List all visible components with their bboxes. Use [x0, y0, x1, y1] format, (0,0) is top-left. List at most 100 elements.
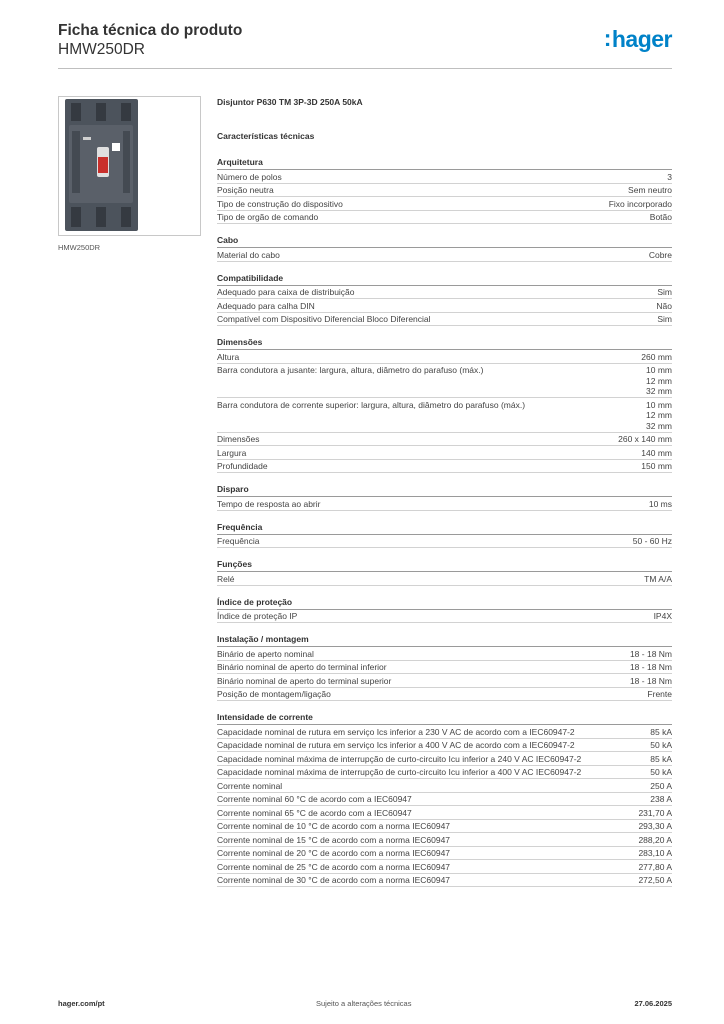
footer-disclaimer: Sujeito a alterações técnicas [316, 999, 412, 1008]
spec-value: 283,10 A [638, 848, 672, 859]
spec-label: Posição de montagem/ligação [217, 689, 331, 699]
spec-value: 260 mm [641, 352, 672, 363]
spec-label: Relé [217, 573, 235, 584]
product-reference: HMW250DR [58, 41, 145, 58]
spec-label: Capacidade nominal máxima de interrupção… [217, 753, 582, 764]
spec-value-line: 85 kA [650, 726, 672, 737]
spec-value-line: Sem neutro [628, 185, 672, 195]
spec-row: Frequência 50 - 60 Hz [217, 535, 672, 548]
spec-label: Frequência [217, 536, 260, 546]
spec-value: Fixo incorporado [609, 199, 672, 210]
spec-label: Corrente nominal de 15 °C de acordo com … [217, 834, 451, 845]
spec-label: Capacidade nominal de rutura em serviço … [217, 726, 575, 737]
spec-value: 18 - 18 Nm [630, 662, 672, 673]
image-caption: HMW250DR [58, 243, 101, 252]
spec-value: 250 A [650, 781, 672, 792]
spec-row: Corrente nominal 60 °C de acordo com a I… [217, 793, 672, 806]
spec-value: 50 kA [650, 767, 672, 778]
spec-value: IP4X [654, 611, 672, 622]
spec-label: Tempo de resposta ao abrir [217, 498, 321, 509]
spec-value-line: 18 - 18 Nm [629, 662, 672, 672]
spec-row: Corrente nominal de 10 °C de acordo com … [217, 820, 672, 833]
product-image [58, 96, 201, 236]
spec-value-line: 272,50 A [638, 875, 672, 885]
spec-value-line: 12 mm [646, 410, 672, 420]
spec-label: Corrente nominal de 30 °C de acordo com … [217, 875, 451, 885]
product-name: Disjuntor P630 TM 3P-3D 250A 50kA [217, 97, 363, 107]
spec-group-title: Frequência [217, 521, 672, 535]
spec-label: Corrente nominal de 25 °C de acordo com … [217, 861, 451, 872]
logo-text: hager [611, 26, 673, 52]
spec-label: Adequado para caixa de distribuição [217, 287, 355, 297]
spec-value-line: 50 kA [650, 767, 672, 777]
spec-value-line: 18 - 18 Nm [629, 648, 672, 659]
spec-value: 150 mm [641, 461, 672, 472]
spec-label: Binário nominal de aperto do terminal su… [217, 675, 392, 686]
spec-value: Botão [650, 212, 672, 223]
spec-label: Índice de proteção IP [217, 611, 298, 621]
spec-group-title: Disparo [217, 483, 672, 497]
spec-row: Compatível com Dispositivo Diferencial B… [217, 313, 672, 326]
spec-value-line: 10 mm [646, 365, 672, 375]
spec-row: Adequado para caixa de distribuição Sim [217, 286, 672, 299]
spec-label: Capacidade nominal de rutura em serviço … [217, 740, 575, 750]
spec-group-title: Índice de proteção [217, 596, 672, 610]
spec-value: 238 A [650, 794, 672, 805]
spec-value-line: 293,30 A [638, 821, 672, 831]
spec-value: 231,70 A [638, 808, 672, 819]
spec-value-line: 277,80 A [638, 861, 672, 872]
spec-label: Corrente nominal [217, 780, 283, 791]
spec-label: Binário nominal de aperto do terminal in… [217, 662, 387, 672]
spec-group-title: Arquitetura [217, 156, 672, 170]
spec-label: Número de polos [217, 171, 282, 182]
spec-value-line: 231,70 A [638, 807, 672, 818]
spec-value-line: 250 A [650, 780, 672, 791]
spec-label: Material do cabo [217, 249, 280, 260]
spec-row: Relé TM A/A [217, 572, 672, 586]
spec-label: Tipo de orgão de comando [217, 212, 319, 222]
spec-value-line: 50 - 60 Hz [632, 536, 672, 546]
spec-label: Corrente nominal de 20 °C de acordo com … [217, 848, 451, 858]
spec-label: Barra condutora a jusante: largura, altu… [217, 365, 484, 375]
spec-label: Capacidade nominal máxima de interrupção… [217, 767, 582, 777]
spec-value: 288,20 A [638, 835, 672, 846]
spec-row: Altura 260 mm [217, 350, 672, 364]
spec-value: 3 [667, 172, 672, 183]
logo-colon-mark: : [603, 25, 612, 51]
spec-group-title: Compatibilidade [217, 272, 672, 286]
circuit-breaker-product-photo [65, 99, 138, 231]
spec-value-line: 18 - 18 Nm [629, 675, 672, 686]
spec-value: 272,50 A [638, 875, 672, 886]
spec-row: Tipo de construção do dispositivo Fixo in… [217, 197, 672, 211]
spec-label: Altura [217, 351, 240, 362]
spec-value: 18 - 18 Nm [630, 649, 672, 660]
spec-row: Tipo de orgão de comando Botão [217, 211, 672, 224]
spec-label: Binário de aperto nominal [217, 648, 314, 659]
spec-value-line: 32 mm [646, 420, 672, 431]
spec-label: Corrente nominal 65 °C de acordo com a I… [217, 807, 412, 818]
spec-value: TM A/A [644, 574, 672, 585]
spec-value-line: Sim [657, 287, 672, 297]
spec-value-line: 85 kA [650, 753, 672, 764]
spec-row: Índice de proteção IP IP4X [217, 610, 672, 623]
spec-value-line: 3 [667, 171, 672, 182]
spec-label: Tipo de construção do dispositivo [217, 198, 343, 209]
spec-row: Corrente nominal de 15 °C de acordo com … [217, 833, 672, 847]
spec-value: 277,80 A [638, 862, 672, 873]
